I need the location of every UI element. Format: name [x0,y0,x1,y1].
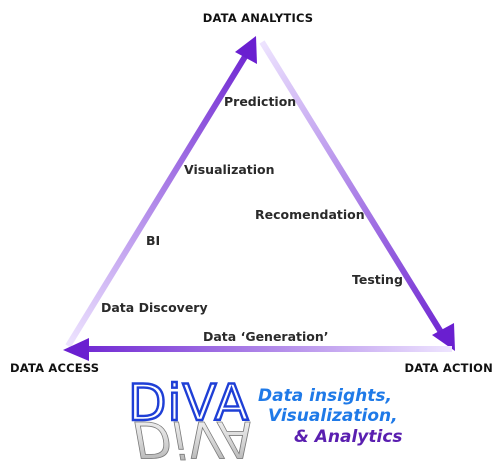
edge-label-visualization: Visualization [184,162,275,177]
diva-logo: DiVA DiVA Data insights, Visualization, … [127,373,403,464]
edge-label-testing: Testing [352,272,403,287]
edge-access-to-analytics [65,36,257,348]
node-data-access: DATA ACCESS [10,361,99,375]
edge-label-data-generation: Data ‘Generation’ [203,329,329,344]
logo-wordmark-reflection: DiVA [128,410,260,464]
logo-tagline-line-2: Visualization, [268,406,398,426]
arrow-shaft-right [259,40,447,339]
arrowhead-down-icon [432,323,455,351]
arrowhead-up-icon [235,36,257,64]
logo-tagline-line-1: Data insights, [258,386,392,406]
logo-reflection: DiVA [127,410,260,464]
arrowhead-left-icon [63,338,89,361]
arrow-shaft-left [65,53,249,348]
edge-analytics-to-action [259,40,455,351]
logo-tagline-line-3: & Analytics [294,427,403,447]
edge-label-recomendation: Recomendation [255,207,365,222]
node-data-analytics: DATA ANALYTICS [203,11,314,25]
logo-wordmark: DiVA [128,374,250,432]
edge-label-bi: BI [146,233,160,248]
edge-label-prediction: Prediction [224,94,296,109]
node-data-action: DATA ACTION [405,361,493,375]
edge-action-to-access [63,338,452,361]
edge-label-data-discovery: Data Discovery [101,300,208,315]
